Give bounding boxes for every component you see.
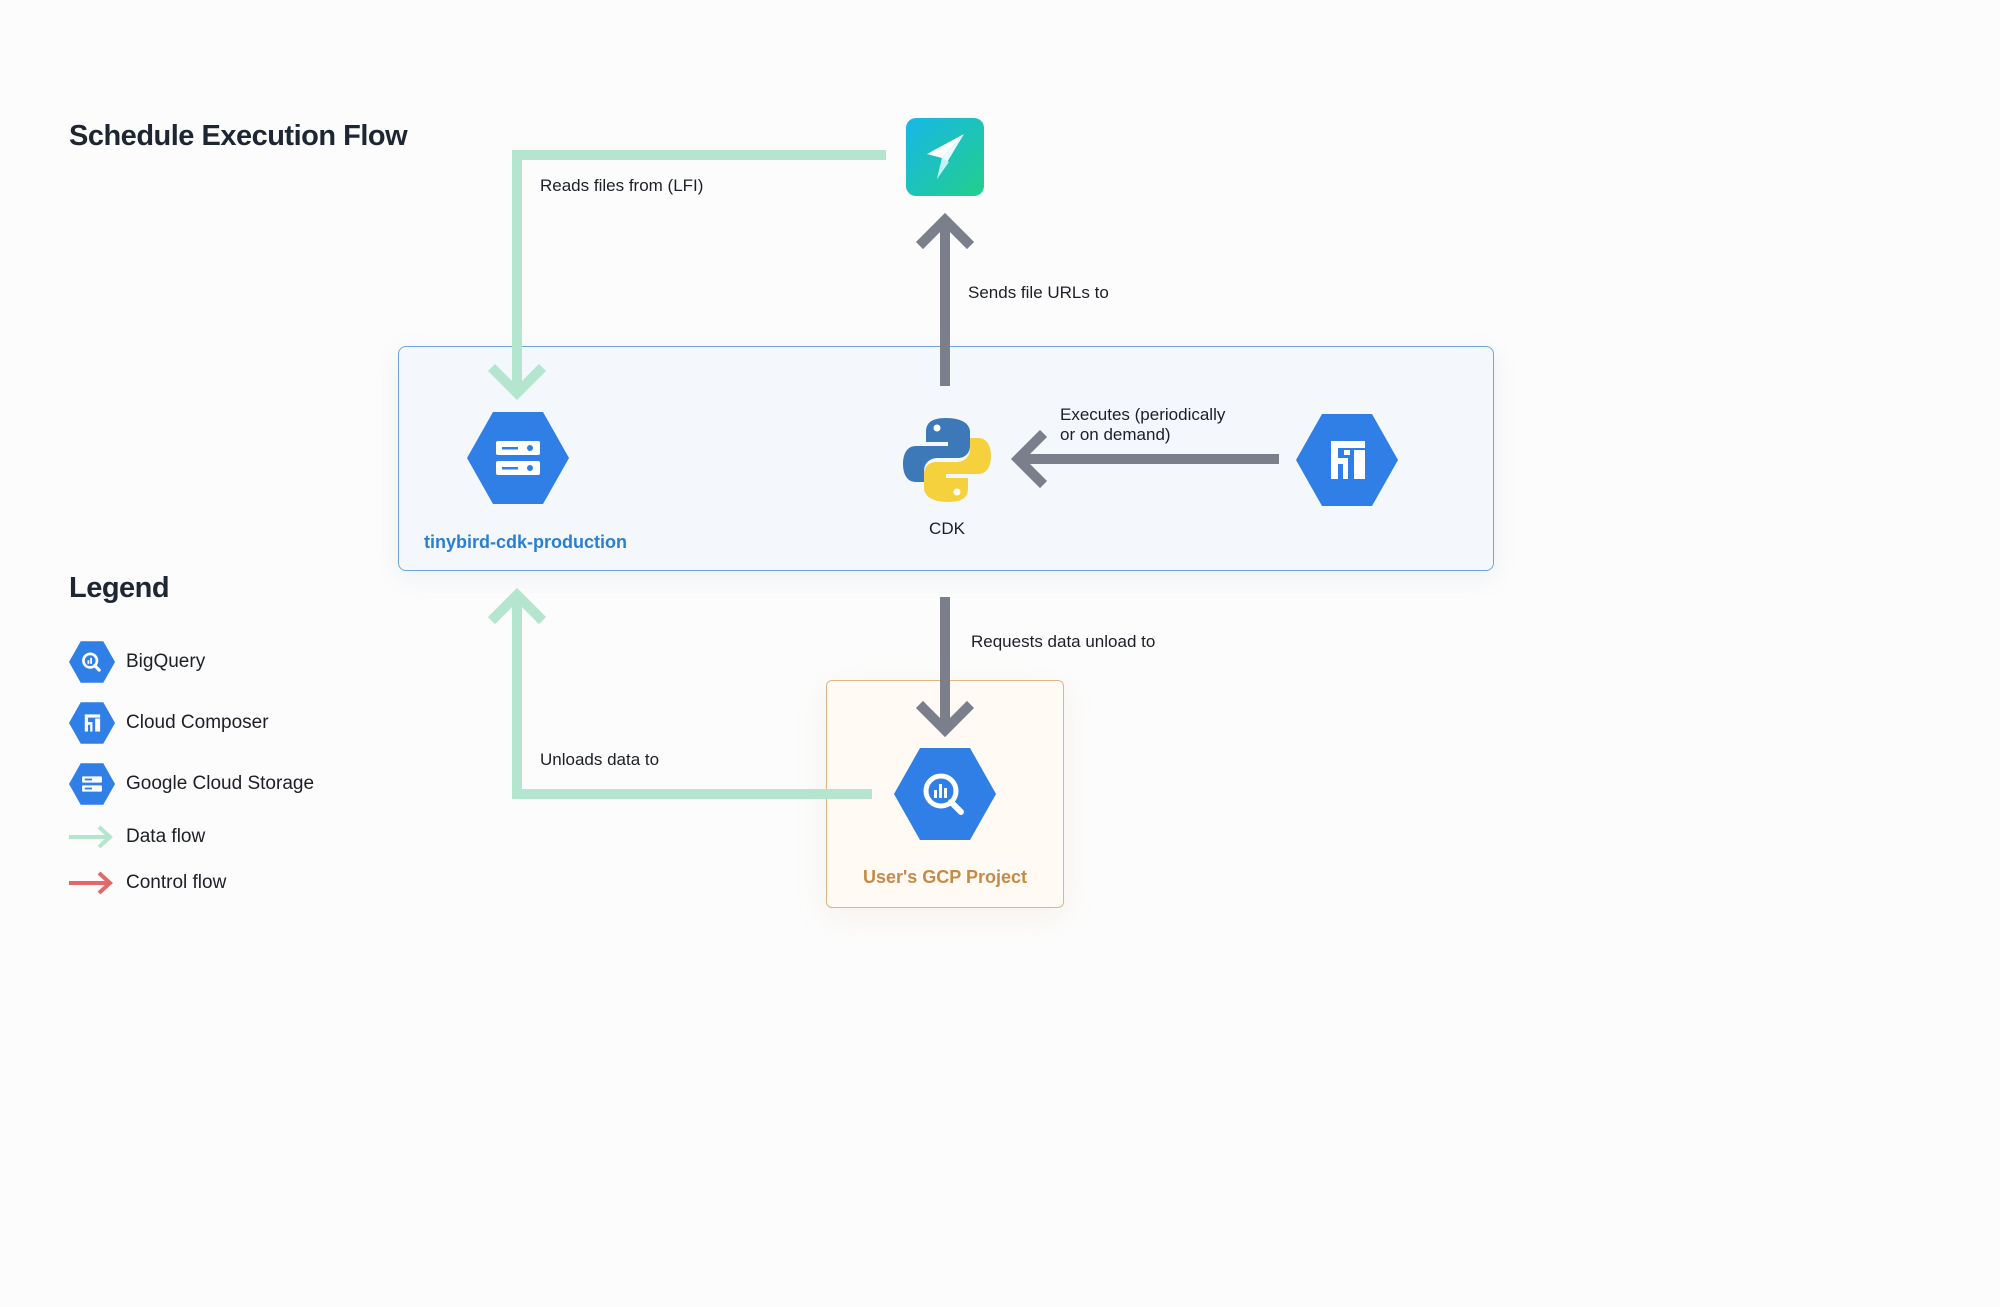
control-executes-arrowhead bbox=[1010, 429, 1048, 489]
legend-item-bigquery: BigQuery bbox=[69, 640, 389, 684]
sends-urls-label: Sends file URLs to bbox=[968, 283, 1109, 302]
legend-item-data-flow: Data flow bbox=[69, 815, 389, 859]
data-flow-unloads-arrowhead bbox=[487, 587, 547, 625]
data-flow-reads-files-arrowhead bbox=[487, 363, 547, 401]
legend-title: Legend bbox=[69, 572, 170, 604]
diagram-title: Schedule Execution Flow bbox=[69, 120, 408, 152]
tinybird-icon[interactable] bbox=[906, 118, 984, 196]
data-flow-reads-files-connector bbox=[512, 150, 886, 392]
legend-label-cloud-storage: Google Cloud Storage bbox=[126, 773, 315, 794]
control-requests-unload-arrowhead bbox=[915, 700, 975, 738]
legend-label-bigquery: BigQuery bbox=[126, 651, 206, 672]
legend-item-cloud-composer: Cloud Composer bbox=[69, 701, 389, 745]
executes-label-line2: or on demand) bbox=[1060, 425, 1171, 444]
unloads-data-label: Unloads data to bbox=[540, 750, 660, 769]
legend-item-cloud-storage: Google Cloud Storage bbox=[69, 762, 389, 806]
tinybird-cdk-production-label: tinybird-cdk-production bbox=[424, 532, 627, 552]
control-sends-urls-arrowhead bbox=[915, 212, 975, 250]
control-flow-arrow-icon bbox=[69, 871, 113, 895]
connectors-layer bbox=[487, 150, 1279, 799]
python-icon[interactable] bbox=[902, 416, 992, 504]
cdk-label: CDK bbox=[929, 519, 965, 538]
legend-label-data-flow: Data flow bbox=[126, 826, 206, 847]
users-gcp-project-label: User's GCP Project bbox=[862, 867, 1028, 887]
bigquery-icon[interactable] bbox=[894, 748, 996, 840]
bigquery-icon bbox=[69, 641, 115, 683]
cloud-storage-icon[interactable] bbox=[467, 412, 569, 504]
data-flow-arrow-icon bbox=[69, 825, 113, 849]
requests-unload-label: Requests data unload to bbox=[971, 632, 1156, 651]
cloud-composer-icon bbox=[69, 702, 115, 744]
executes-label-line1: Executes (periodically bbox=[1060, 405, 1226, 424]
cloud-composer-icon[interactable] bbox=[1296, 414, 1398, 506]
cloud-storage-icon bbox=[69, 763, 115, 805]
legend-item-control-flow: Control flow bbox=[69, 861, 389, 905]
legend-label-cloud-composer: Cloud Composer bbox=[126, 712, 269, 733]
data-flow-unloads-connector bbox=[512, 597, 872, 799]
legend-label-control-flow: Control flow bbox=[126, 872, 227, 893]
reads-files-label: Reads files from (LFI) bbox=[540, 176, 704, 195]
